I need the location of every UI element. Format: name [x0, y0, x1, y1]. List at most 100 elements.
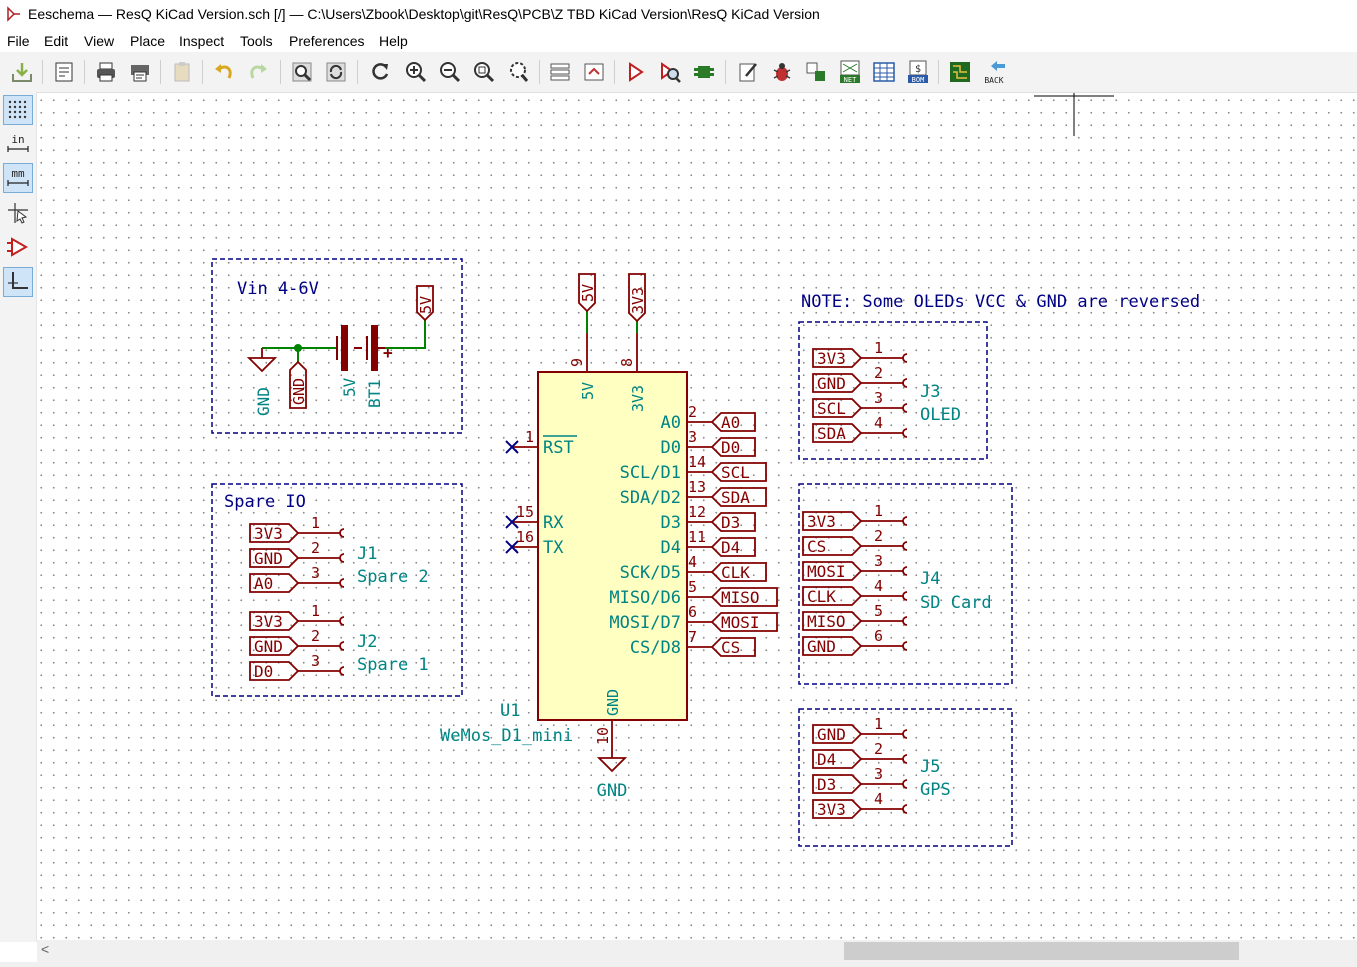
battery-plus: + — [383, 343, 393, 362]
scroll-left-icon[interactable]: < — [41, 941, 50, 957]
global-label-text: MOSI — [721, 613, 760, 632]
inches-icon[interactable]: in — [3, 129, 33, 159]
global-label-text: GND — [817, 374, 846, 393]
u1-right-pins: A02A0D03D0SCL14SCL/D1SDA13SDA/D2D312D3D4… — [609, 403, 778, 658]
j3-box — [798, 321, 988, 460]
save-icon[interactable] — [9, 58, 35, 86]
global-label-text: D4 — [721, 538, 740, 557]
pin-end — [902, 729, 908, 739]
annotate-icon[interactable] — [735, 58, 761, 86]
gnd-symbol — [246, 357, 278, 373]
global-label — [802, 611, 863, 631]
grid-icon[interactable] — [3, 95, 33, 125]
toolbar-separator — [614, 60, 615, 84]
find-icon[interactable] — [289, 58, 315, 86]
menu-file[interactable]: File — [7, 33, 30, 49]
title-bar: Eeschema — ResQ KiCad Version.sch [/] — … — [0, 0, 1357, 30]
global-label — [249, 523, 300, 543]
global-label — [812, 423, 863, 443]
global-label — [802, 586, 863, 606]
symbol-editor-icon[interactable] — [623, 58, 649, 86]
u1-value: WeMos_D1_mini — [440, 726, 573, 746]
global-label — [812, 749, 863, 769]
pin-number: 3 — [874, 765, 883, 783]
u1-pin-num-10: 10 — [594, 727, 612, 745]
left-toolbar: in mm — [0, 92, 37, 942]
symbol-browser-icon[interactable] — [657, 58, 683, 86]
plot-icon[interactable] — [127, 58, 153, 86]
millimeters-icon[interactable]: mm — [3, 163, 33, 193]
assign-footprints-icon[interactable] — [803, 58, 829, 86]
hierarchy-navigator-icon[interactable] — [547, 58, 573, 86]
pin-number: 3 — [874, 552, 883, 570]
global-label — [802, 636, 863, 656]
pin-number: 11 — [688, 528, 706, 546]
pin-number: 2 — [874, 527, 883, 545]
global-label-text: D3 — [721, 513, 740, 532]
global-label — [249, 548, 300, 568]
global-label — [812, 799, 863, 819]
menu-place[interactable]: Place — [130, 33, 166, 49]
scrollbar-thumb[interactable] — [844, 942, 1239, 960]
menu-tools[interactable]: Tools — [240, 33, 273, 49]
menu-help[interactable]: Help — [379, 33, 408, 49]
zoom-selection-icon[interactable] — [505, 58, 531, 86]
spare-io-title: Spare IO — [224, 492, 306, 512]
zoom-fit-icon[interactable] — [471, 58, 497, 86]
global-label — [802, 536, 863, 556]
back-icon[interactable]: BACK — [981, 58, 1009, 86]
global-label-text: 3V3 — [817, 800, 846, 819]
full-crosshair-icon[interactable] — [3, 198, 33, 228]
redo-icon[interactable] — [245, 58, 271, 86]
u1-pin-name-gnd: GND — [604, 689, 622, 716]
pin-number: 7 — [688, 628, 697, 646]
bulk-edit-fields-icon[interactable] — [871, 58, 897, 86]
erc-icon[interactable] — [769, 58, 795, 86]
horizontal-scrollbar[interactable]: < — [37, 940, 1357, 962]
global-label — [249, 636, 300, 656]
find-replace-icon[interactable] — [323, 58, 349, 86]
5v-top-label-text: 5V — [579, 284, 597, 302]
pcbnew-icon[interactable] — [947, 58, 973, 86]
leave-sheet-icon[interactable] — [581, 58, 607, 86]
undo-icon[interactable] — [211, 58, 237, 86]
u1-body — [537, 371, 688, 721]
netlist-icon[interactable]: NET — [837, 58, 863, 86]
pin-number: 4 — [874, 577, 883, 595]
global-label-text: GND — [807, 637, 836, 656]
bom-icon[interactable]: $BOM — [905, 58, 931, 86]
status-strip — [0, 962, 1357, 967]
menu-edit[interactable]: Edit — [44, 33, 69, 49]
u1-pin-num-9: 9 — [568, 358, 586, 367]
toolbar-separator — [725, 60, 726, 84]
schematic-canvas[interactable]: Vin 4-6V GND GND + 5V BT1 5V Spare IO 3V… — [37, 93, 1357, 940]
menu-view[interactable]: View — [84, 33, 115, 49]
pin-end — [339, 528, 345, 538]
pin-number: 5 — [874, 602, 883, 620]
refresh-icon[interactable] — [367, 58, 393, 86]
global-label-text: D0 — [254, 662, 273, 681]
menu-preferences[interactable]: Preferences — [289, 33, 365, 49]
pin-number: 16 — [516, 528, 534, 546]
print-icon[interactable] — [93, 58, 119, 86]
zoom-out-icon[interactable] — [437, 58, 463, 86]
footprint-editor-icon[interactable] — [691, 58, 717, 86]
window-title: Eeschema — ResQ KiCad Version.sch [/] — … — [28, 6, 820, 22]
paste-icon[interactable] — [169, 58, 195, 86]
global-label-text: A0 — [721, 413, 740, 432]
menu-inspect[interactable]: Inspect — [179, 33, 225, 49]
pin-name: MOSI/D7 — [609, 613, 681, 633]
wire-angle-icon[interactable] — [3, 267, 33, 297]
global-label-text: D3 — [817, 775, 836, 794]
zoom-in-icon[interactable] — [403, 58, 429, 86]
toolbar-separator — [42, 60, 43, 84]
j2-value: Spare 1 — [357, 655, 429, 675]
gnd-symbol-value: GND — [254, 387, 273, 416]
hidden-pins-icon[interactable] — [3, 232, 33, 262]
page-settings-icon[interactable] — [51, 58, 77, 86]
pin-name: D3 — [661, 513, 681, 533]
toolbar-separator — [280, 60, 281, 84]
